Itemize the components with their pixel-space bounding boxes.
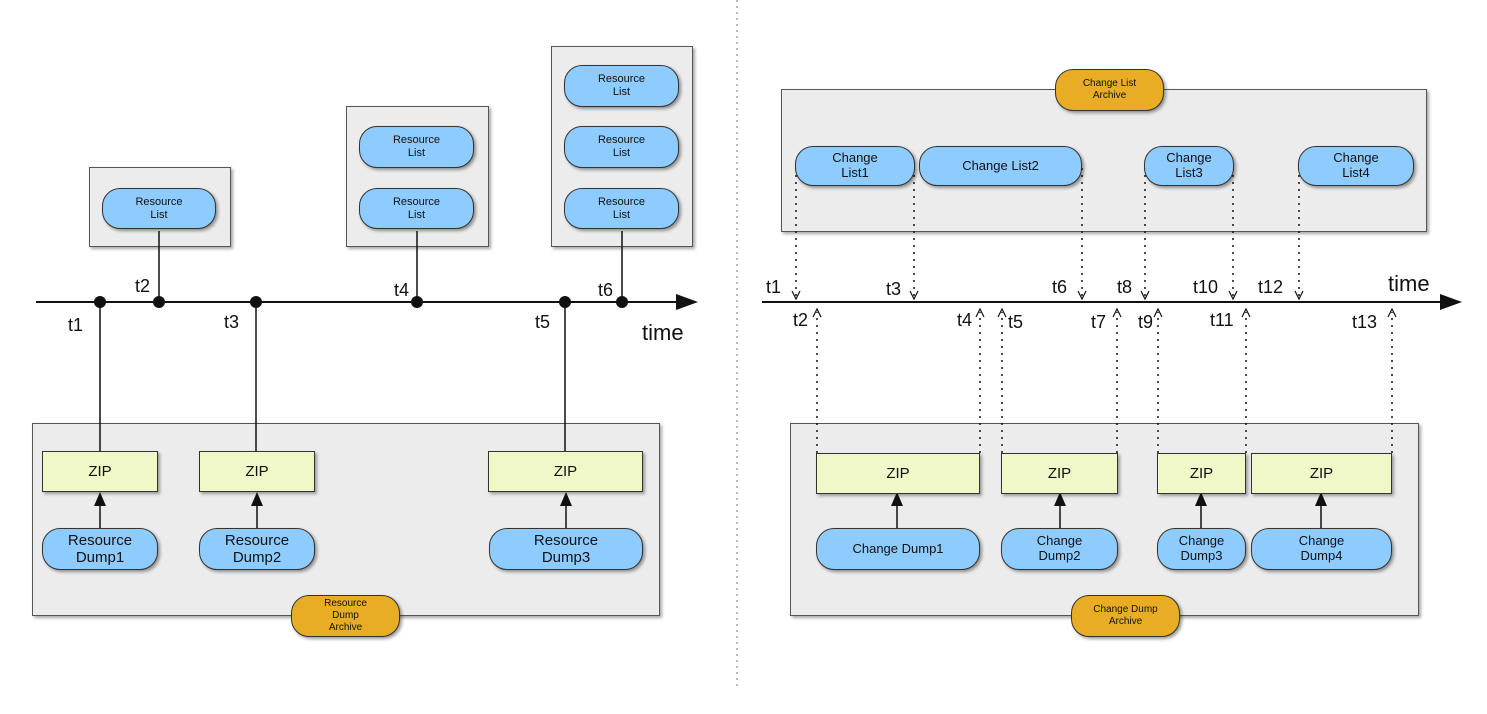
resource-list-t6-a: Resource List	[564, 65, 679, 107]
t5-dot	[559, 296, 571, 308]
right-tick-t12: t12	[1258, 277, 1284, 297]
change-dump3: Change Dump3	[1157, 528, 1246, 570]
t1-dot	[94, 296, 106, 308]
zip-dump3: ZIP	[488, 451, 643, 492]
left-time-label: time	[642, 320, 684, 345]
zip-change-dump4: ZIP	[1251, 453, 1392, 494]
zip-dump2: ZIP	[199, 451, 315, 492]
right-tick-t3: t3	[886, 279, 902, 299]
change-dump4: Change Dump4	[1251, 528, 1392, 570]
change-dump-archive-label: Change Dump Archive	[1071, 595, 1180, 637]
t2-dot	[153, 296, 165, 308]
zip-change-dump1: ZIP	[816, 453, 980, 494]
right-time-label: time	[1388, 271, 1430, 296]
right-tick-t2: t2	[793, 310, 809, 330]
right-tick-t7: t7	[1091, 312, 1107, 332]
resource-dump2: Resource Dump2	[199, 528, 315, 570]
resource-dump3: Resource Dump3	[489, 528, 643, 570]
resource-list-t6-b: Resource List	[564, 126, 679, 168]
left-tick-t2: t2	[135, 276, 151, 296]
change-dump2: Change Dump2	[1001, 528, 1118, 570]
resource-dump1: Resource Dump1	[42, 528, 158, 570]
left-tick-t5: t5	[535, 312, 551, 332]
right-tick-t10: t10	[1193, 277, 1219, 297]
change-list2: Change List2	[919, 146, 1082, 186]
change-list3: Change List3	[1144, 146, 1234, 186]
right-tick-t13: t13	[1352, 312, 1378, 332]
resource-list-t4-b: Resource List	[359, 188, 474, 229]
right-tick-t11: t11	[1210, 310, 1234, 330]
right-tick-t5: t5	[1008, 312, 1024, 332]
resource-list-t6-c: Resource List	[564, 188, 679, 229]
resource-list-t2: Resource List	[102, 188, 216, 229]
t3-dot	[250, 296, 262, 308]
change-dump1: Change Dump1	[816, 528, 980, 570]
right-tick-t8: t8	[1117, 277, 1133, 297]
t6-dot	[616, 296, 628, 308]
change-list-archive-label: Change List Archive	[1055, 69, 1164, 111]
left-tick-t3: t3	[224, 312, 240, 332]
resource-dump-archive-label: Resource Dump Archive	[291, 595, 400, 637]
right-tick-t6: t6	[1052, 277, 1068, 297]
zip-change-dump3: ZIP	[1157, 453, 1246, 494]
right-tick-t4: t4	[957, 310, 973, 330]
zip-change-dump2: ZIP	[1001, 453, 1118, 494]
t4-dot	[411, 296, 423, 308]
zip-dump1: ZIP	[42, 451, 158, 492]
left-tick-t1: t1	[68, 315, 84, 335]
right-tick-t9: t9	[1138, 312, 1154, 332]
change-list4: Change List4	[1298, 146, 1414, 186]
right-tick-t1: t1	[766, 277, 782, 297]
left-tick-t4: t4	[394, 280, 410, 300]
left-tick-t6: t6	[598, 280, 614, 300]
resource-list-t4-a: Resource List	[359, 126, 474, 168]
change-list1: Change List1	[795, 146, 915, 186]
